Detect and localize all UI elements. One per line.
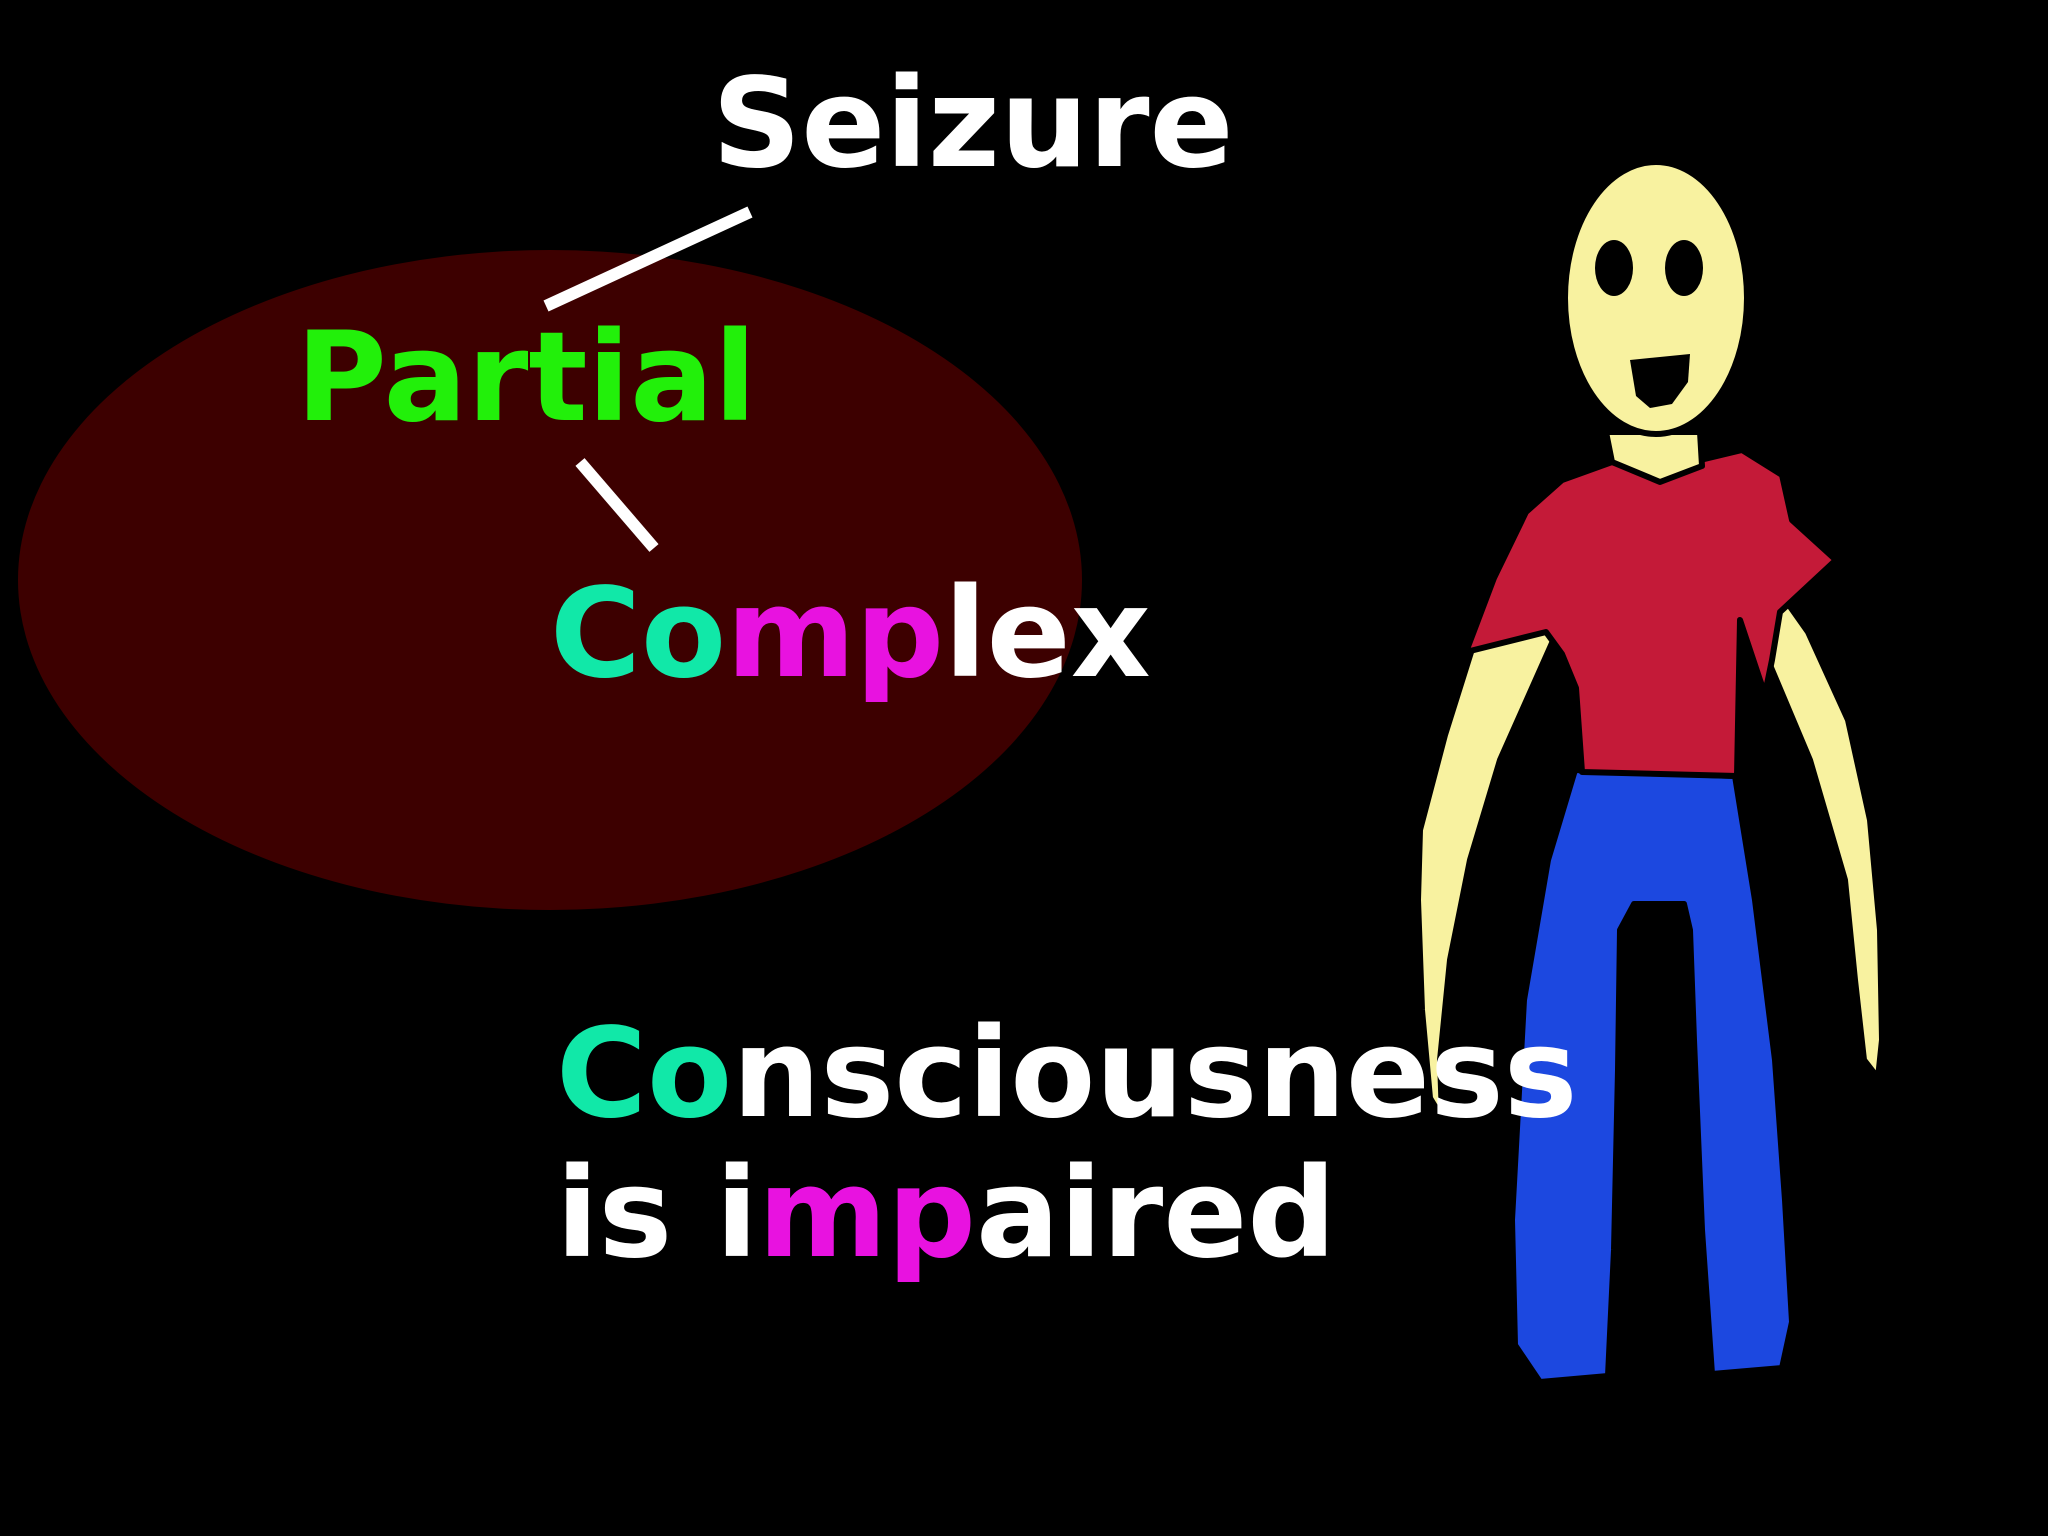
impaired-prefix: is i [556,1142,758,1286]
person-figure [1415,159,1885,1385]
complex-lex: lex [944,562,1151,706]
impaired-mp: mp [757,1142,976,1286]
pants [1509,767,1795,1385]
partial-label: Partial [296,306,757,450]
consciousness-label: Consciousness [556,1012,1578,1136]
left-arm [1415,557,1563,1121]
right-arm [1745,547,1885,1081]
consciousness-rest: nsciousness [732,1002,1578,1146]
left-eye [1595,240,1633,296]
shirt [1463,447,1839,779]
head [1562,159,1750,437]
highlight-ellipse [18,250,1082,910]
neck [1603,429,1705,485]
mouth [1630,354,1690,408]
connector-seizure-partial [543,206,753,312]
impaired-suffix: aired [975,1142,1337,1286]
impaired-label: is impaired [556,1152,1336,1276]
connector-partial-complex [575,458,659,552]
consciousness-co: Co [556,1002,733,1146]
complex-mp: mp [726,562,945,706]
complex-co: Co [550,562,727,706]
right-eye [1665,240,1703,296]
complex-label: Complex [550,572,1151,696]
seizure-label: Seizure [712,52,1234,196]
